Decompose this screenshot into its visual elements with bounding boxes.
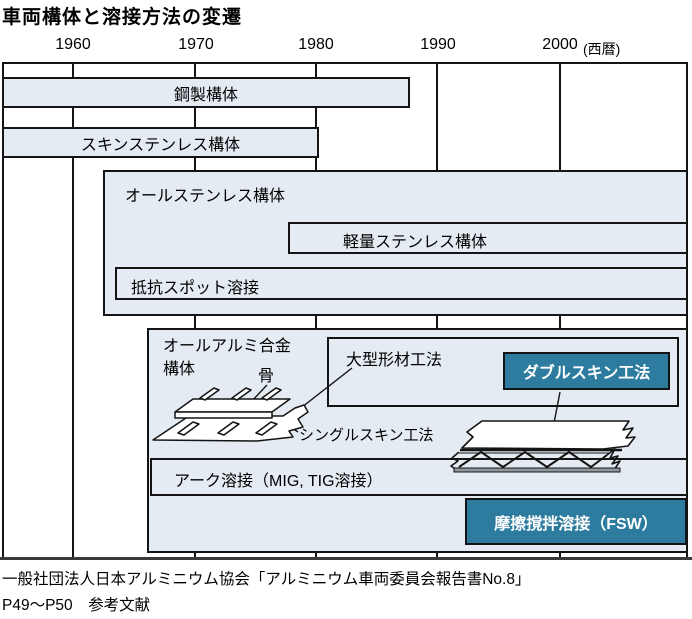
skin-stainless-bar: スキンステンレス構体 (2, 127, 319, 158)
source-caption-line2: P49〜P50 参考文献 (2, 597, 151, 614)
double-skin-box: ダブルスキン工法 (503, 352, 670, 390)
axis-unit-label: (西暦) (583, 41, 621, 57)
chart-title: 車両構体と溶接方法の変遷 (2, 7, 243, 28)
year-label-1980: 1980 (298, 36, 334, 53)
double-skin-label: ダブルスキン工法 (522, 365, 651, 382)
light-stainless-label: 軽量ステンレス構体 (342, 234, 487, 251)
arc-weld-label: アーク溶接（MIG, TIG溶接） (174, 473, 383, 490)
year-label-1960: 1960 (55, 36, 91, 53)
spot-weld-box: 抵抗スポット溶接 (115, 267, 688, 300)
axis-baseline (0, 557, 692, 560)
aluminum-body-label-line1: オールアルミ合金 (163, 338, 291, 355)
bone-annotation: 骨 (258, 368, 275, 385)
source-caption-line1: 一般社団法人日本アルミニウム協会「アルミニウム車両委員会報告書No.8」 (2, 571, 531, 588)
aluminum-body-label: オールアルミ合金 構体 (163, 335, 291, 381)
year-label-1970: 1970 (178, 36, 214, 53)
all-stainless-label: オールステンレス構体 (125, 188, 286, 205)
year-label-1990: 1990 (420, 36, 456, 53)
year-label-2000: 2000 (542, 36, 578, 53)
aluminum-body-label-line2: 構体 (163, 361, 196, 378)
fsw-box: 摩擦撹拌溶接（FSW） (465, 498, 687, 545)
fsw-label: 摩擦撹拌溶接（FSW） (494, 515, 658, 533)
light-stainless-box: 軽量ステンレス構体 (288, 222, 688, 254)
single-skin-annotation: シングルスキン工法 (299, 427, 434, 444)
steel-body-label: 鋼製構体 (173, 86, 238, 104)
steel-body-bar: 鋼製構体 (2, 77, 410, 108)
spot-weld-label: 抵抗スポット溶接 (131, 280, 260, 297)
arc-weld-box: アーク溶接（MIG, TIG溶接） (150, 458, 688, 496)
skin-stainless-label: スキンステンレス構体 (80, 136, 241, 154)
large-section-label: 大型形材工法 (346, 352, 443, 369)
grid-line-1960 (72, 62, 74, 557)
